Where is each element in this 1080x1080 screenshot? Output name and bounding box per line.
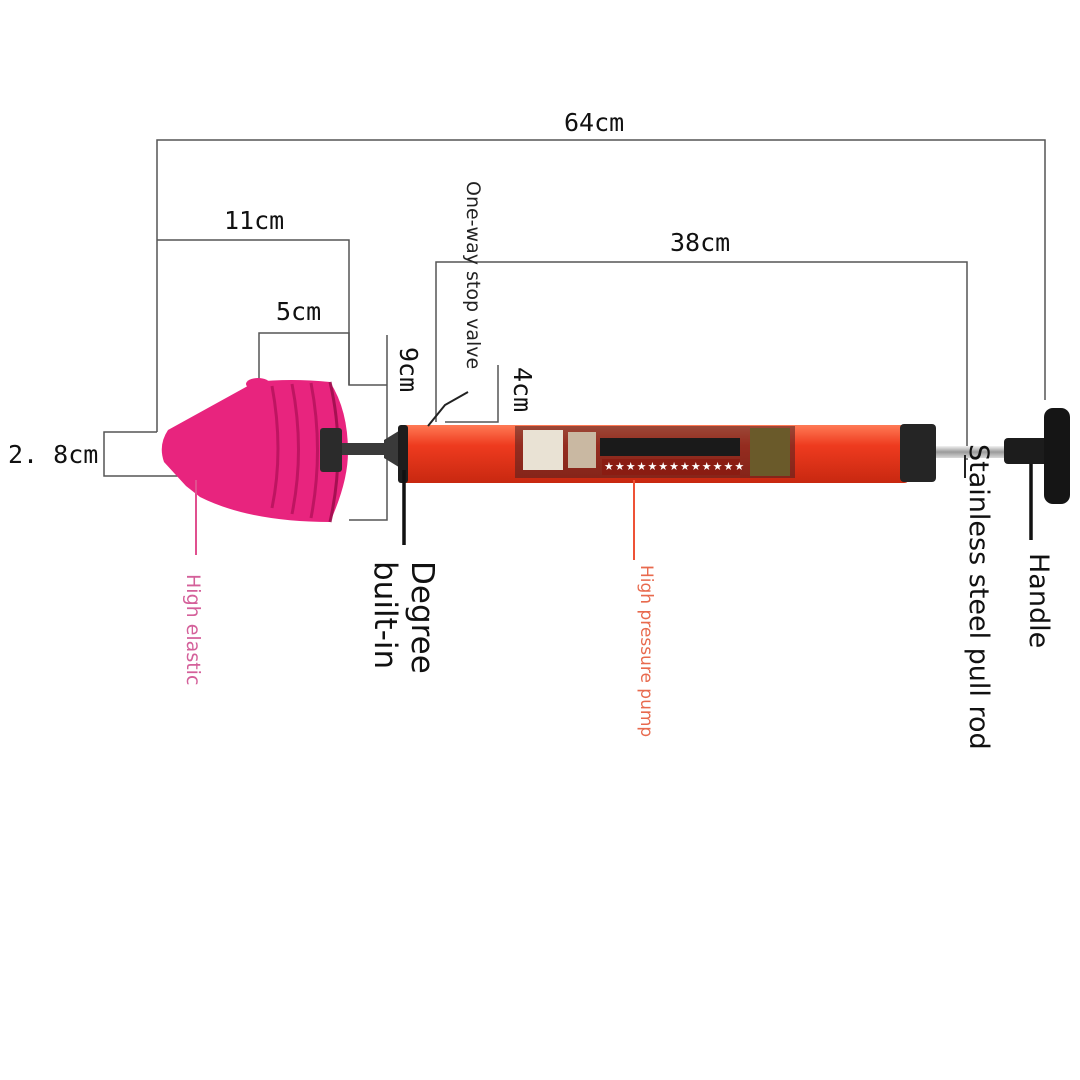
pump-barrel [398,424,936,483]
dim-5cm-line [258,332,350,388]
connector [320,428,402,472]
t-handle [1004,408,1070,504]
callout-high-elastic: High elastic [182,574,204,686]
cup-ring-2 [290,383,300,515]
dim-cup-diameter: 9cm [394,347,423,393]
cup-ring-3 [309,382,319,519]
valve-pointer [427,391,469,427]
cup-ring-1 [270,385,280,509]
barrel-label-stars: ★★★★★★★★★★★★★ [604,460,746,473]
cup-body [161,380,348,522]
callout-lines [195,391,1033,560]
dim-9cm-line [349,335,388,521]
callout-one-way-valve: One-way stop valve [462,181,484,370]
dim-valve-offset: 4cm [508,367,537,413]
dim-11cm-line [157,239,387,386]
dim-tip-diameter: 2. 8cm [8,440,99,469]
callout-built-in: built-in [367,561,403,670]
dim-64cm-line [156,139,1046,432]
dim-overall-length: 64cm [564,108,625,137]
dim-cup-length: 5cm [276,297,322,326]
dim-4cm-line [445,365,499,423]
callout-handle: Handle [1023,553,1054,649]
dim-pump-length: 38cm [670,228,731,257]
dimension-lines [103,139,1046,521]
callout-high-pressure-pump: High pressure pump [636,565,656,738]
stainless-rod [936,446,1006,458]
callout-pull-rod: Stainless steel pull rod [963,444,994,750]
dim-2-8cm-line [103,431,185,477]
dim-38cm-line [435,261,968,460]
callout-degree: Degree [404,561,440,674]
dim-head-length: 11cm [224,206,285,235]
